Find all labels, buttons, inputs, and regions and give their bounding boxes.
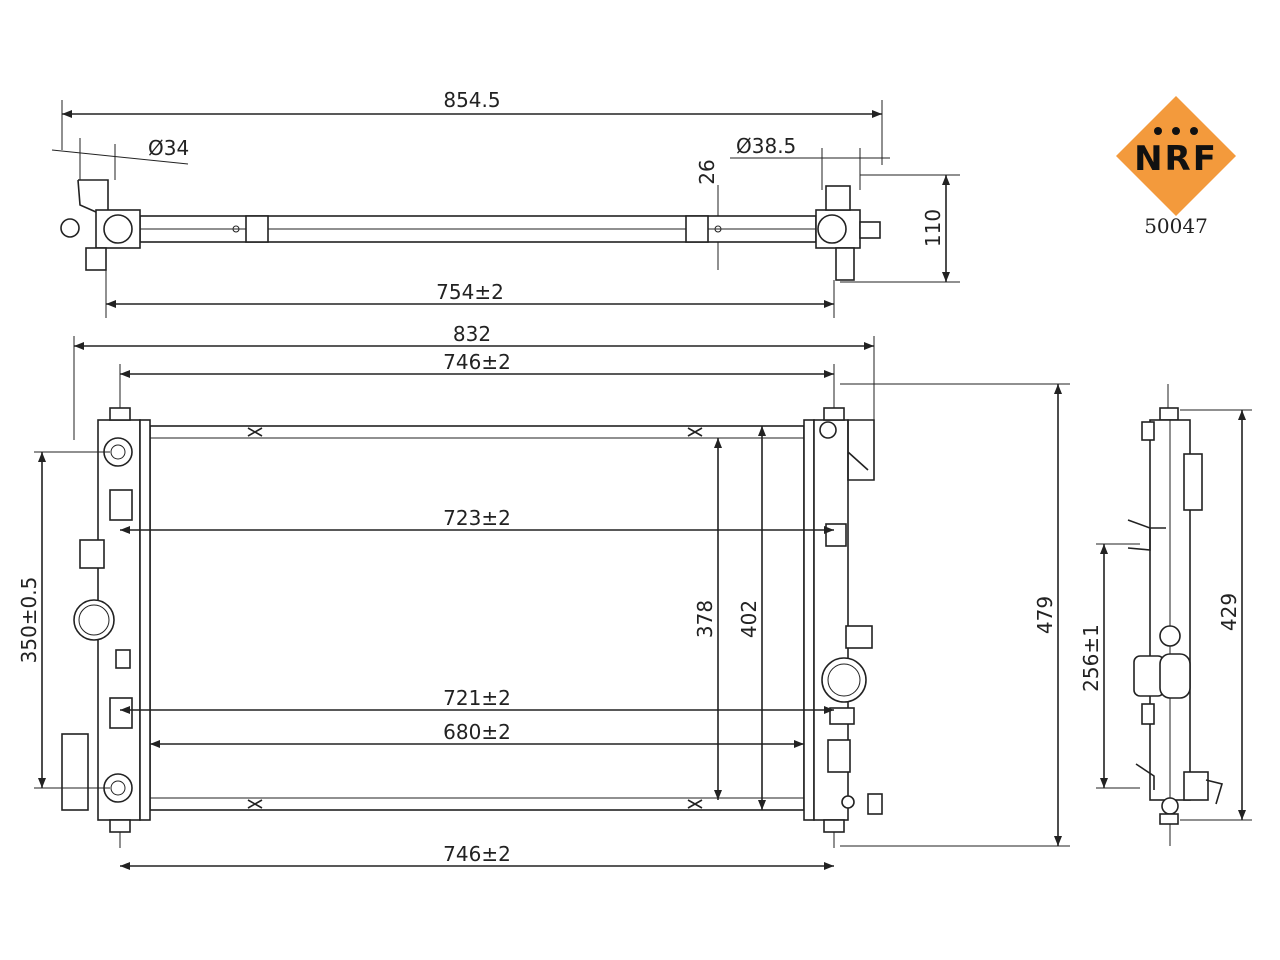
dim-pin-span-bottom: 746±2 [443, 842, 511, 866]
dim-depth-110: 110 [921, 209, 945, 247]
dim-side-height-429: 429 [1217, 593, 1241, 631]
dim-overall-width-top: 854.5 [443, 88, 500, 112]
side-view: 256±1 429 [1079, 384, 1252, 846]
dim-pin-span-top: 746±2 [443, 350, 511, 374]
logo-text: NRF [1134, 139, 1218, 179]
nrf-logo: NRF [1116, 96, 1236, 216]
front-view: 832 746±2 [17, 322, 1070, 870]
dim-overall-width-front: 832 [453, 322, 491, 346]
dim-side-span-256: 256±1 [1079, 624, 1103, 692]
dim-upper-span: 723±2 [443, 506, 511, 530]
dim-core-width: 680±2 [443, 720, 511, 744]
dim-overall-height: 479 [1033, 596, 1057, 634]
dim-core-thickness: 26 [695, 159, 719, 184]
top-view: 854.5 Ø34 Ø38.5 26 110 [51, 88, 960, 318]
logo-diamond-icon [1116, 96, 1236, 216]
dim-core-height: 378 [693, 600, 717, 638]
dim-outlet-diameter: Ø38.5 [736, 134, 796, 158]
dim-tank-height: 402 [737, 600, 761, 638]
part-number: 50047 [1144, 214, 1208, 238]
dim-lower-span: 721±2 [443, 686, 511, 710]
dim-side-mount-span: 350±0.5 [17, 577, 41, 664]
dim-mount-span-top: 754±2 [436, 280, 504, 304]
dim-inlet-diameter: Ø34 [148, 136, 189, 160]
